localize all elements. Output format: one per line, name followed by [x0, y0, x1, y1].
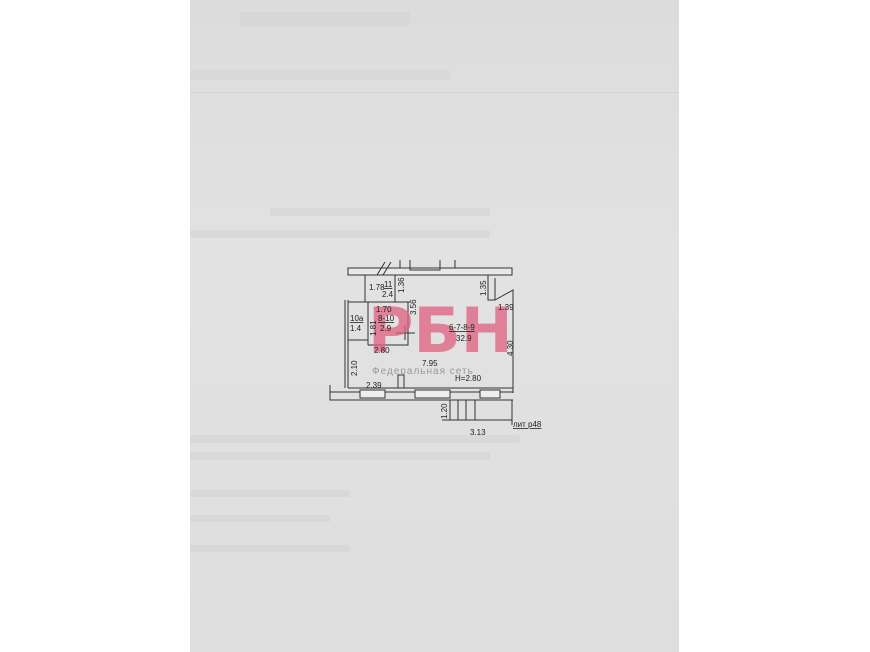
dim-7-95: 7.95: [422, 359, 438, 368]
room-8-10-area: 2.9: [380, 324, 392, 333]
document-page: [190, 0, 679, 652]
room-11-area: 2.4: [382, 290, 394, 299]
dim-2-10: 2.10: [350, 360, 359, 376]
dim-1-78: 1.78: [369, 283, 385, 292]
walls: [329, 260, 514, 425]
dim-1-36: 1.36: [397, 277, 406, 293]
dim-2-80: 2.80: [374, 346, 390, 355]
room-11-id: 11: [384, 280, 393, 289]
dim-3-13: 3.13: [470, 428, 486, 437]
room-main-id: 6-7-8-9: [449, 323, 475, 332]
dim-1-81: 1.81: [369, 320, 378, 336]
watermark-logo: РБН: [368, 294, 513, 367]
watermark-subtitle: Федеральная сеть: [372, 366, 474, 377]
room-10a-id: 10а: [350, 314, 364, 323]
dim-1-70: 1.70: [376, 305, 392, 314]
room-8-10-id: 8-10: [378, 314, 395, 323]
dim-2-39: 2.39: [366, 381, 382, 390]
bleed-through-title: [240, 12, 410, 26]
ceiling-height: H=2.80: [455, 374, 482, 383]
room-10a-area: 1.4: [350, 324, 362, 333]
bleed-through-subtitle: [190, 70, 450, 80]
dim-1-35: 1.35: [479, 280, 488, 296]
dim-3-56: 3.56: [409, 299, 418, 315]
dim-4-30: 4.30: [506, 340, 515, 356]
dim-1-20: 1.20: [440, 403, 449, 419]
liter-label: лит р48: [513, 420, 542, 429]
dim-1-39: 1.39: [498, 303, 514, 312]
room-main-area: 32.9: [456, 334, 472, 343]
